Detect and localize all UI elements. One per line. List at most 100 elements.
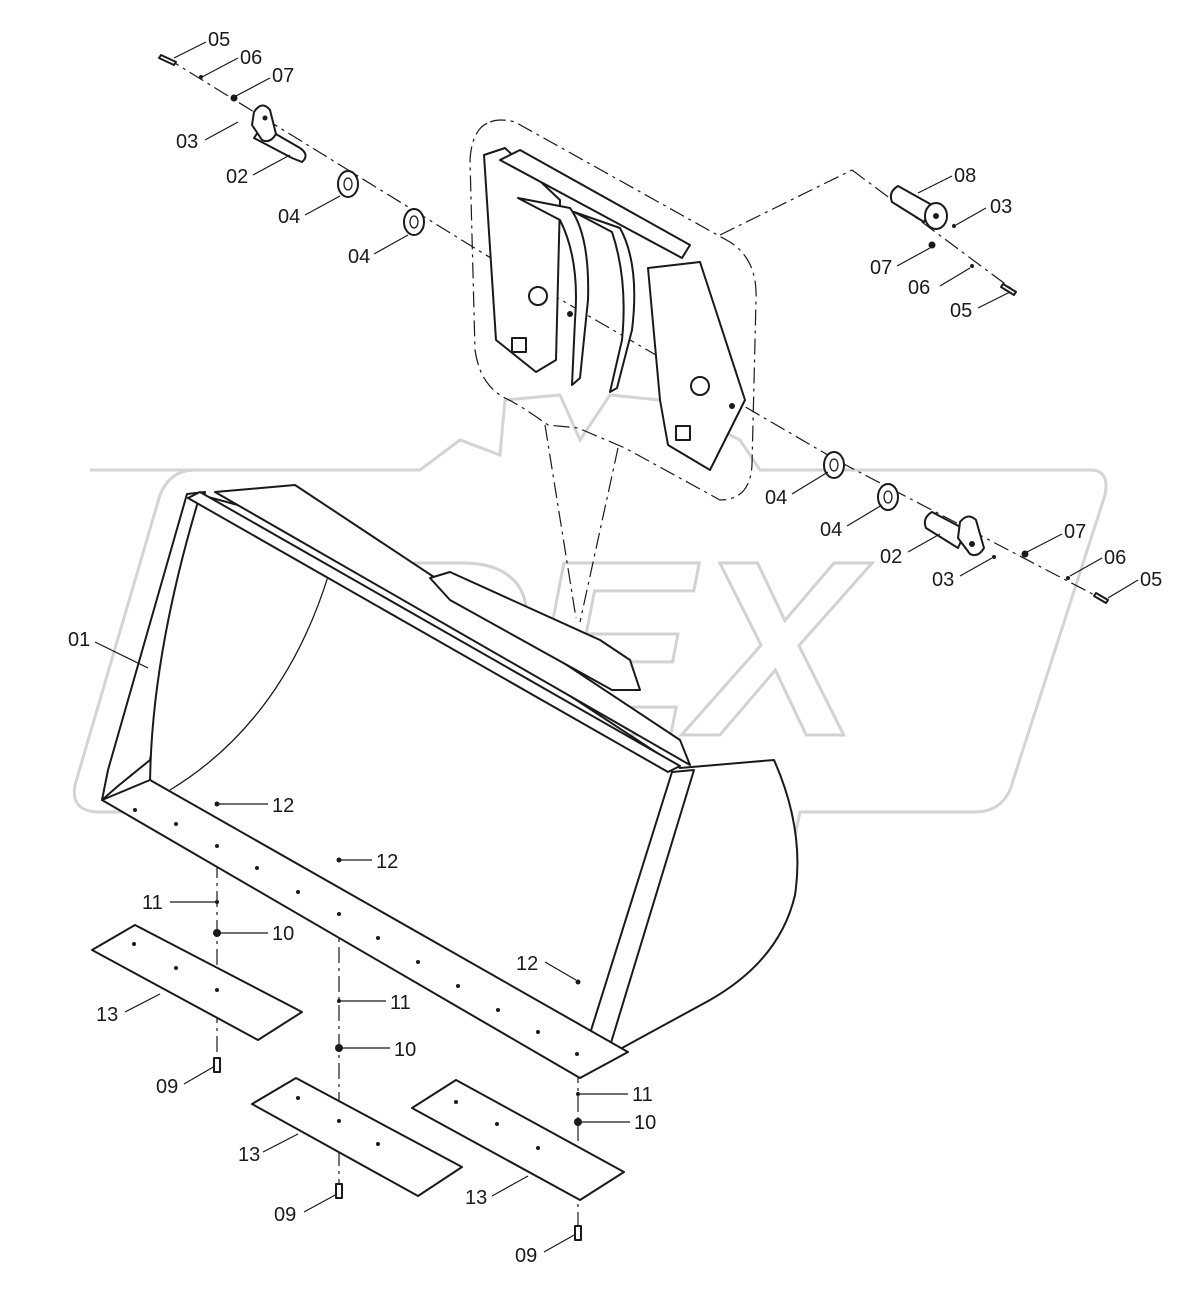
right-upper-pin-nut — [952, 224, 956, 228]
leader-line — [173, 41, 207, 59]
left-pin-flange-hole — [262, 115, 268, 121]
bucket-floor-hole — [337, 912, 341, 916]
callout-label: 10 — [394, 1039, 416, 1061]
right-pin-washer-2 — [877, 483, 899, 511]
leader-line — [896, 247, 931, 267]
callout-label: 04 — [820, 519, 842, 541]
right-pin-washer-2-hole — [883, 490, 893, 504]
nut-12 — [214, 801, 220, 807]
leader-line — [1107, 579, 1139, 599]
right-lower-pin-flange-hole — [969, 541, 975, 547]
callout-label: 06 — [908, 277, 930, 299]
callout-label: 02 — [226, 166, 248, 188]
callout-label: 10 — [634, 1112, 656, 1134]
bucket-floor-hole — [496, 1008, 500, 1012]
callout-label: 07 — [1064, 521, 1086, 543]
callout-label: 03 — [176, 131, 198, 153]
leader-line — [183, 1065, 216, 1085]
left-pin-lock-washer — [199, 75, 203, 79]
callout-label: 06 — [240, 47, 262, 69]
bracket-detail-boundary — [469, 119, 757, 501]
mount-drop-line-1 — [544, 424, 577, 619]
callout-label: 07 — [870, 257, 892, 279]
leader-line — [791, 471, 829, 495]
leader-line — [491, 1175, 529, 1197]
bucket-floor-hole — [215, 844, 219, 848]
right-lower-bolt — [1093, 592, 1109, 604]
bucket-floor-hole — [133, 808, 137, 812]
cutting-edge-segments — [91, 924, 625, 1201]
leader-line — [373, 234, 409, 255]
leader-line — [201, 57, 239, 78]
bracket-rib-2 — [573, 211, 636, 393]
callout-labels: 05 06 07 03 02 04 04 08 03 07 06 05 04 0… — [68, 29, 1162, 1267]
bucket-floor-hole — [174, 822, 178, 826]
cutting-edge-hole — [454, 1100, 458, 1104]
left-pin-spring-washer — [230, 94, 238, 102]
bracket-left-lock-block — [511, 337, 527, 353]
bracket-top-crossbar — [499, 149, 691, 259]
cutting-edge-hole — [132, 942, 136, 946]
bucket-floor-hole — [255, 866, 259, 870]
leader-line — [304, 195, 341, 216]
bucket-floor-front — [101, 779, 629, 1079]
left-pin-hardware — [158, 54, 425, 236]
bucket-floor-hole — [575, 1052, 579, 1056]
bucket-rear-top-edge — [214, 484, 691, 766]
callout-label: 02 — [880, 546, 902, 568]
callout-label: 07 — [272, 65, 294, 87]
callout-label: 13 — [238, 1144, 260, 1166]
callout-label: 09 — [515, 1245, 537, 1267]
left-pin-washer-1 — [337, 170, 359, 198]
leader-line — [235, 77, 271, 97]
leader-line — [262, 1133, 299, 1153]
bolt-09 — [213, 1057, 221, 1073]
bucket-floor-hole — [536, 1030, 540, 1034]
left-pin-washer-2 — [403, 208, 425, 236]
bucket-assembly — [101, 484, 799, 1079]
bucket-inner-curve — [169, 569, 331, 791]
leader-line — [303, 1193, 338, 1213]
cutting-edge-segment-3 — [411, 1079, 625, 1201]
callout-label: 12 — [376, 851, 398, 873]
right-upper-bolt — [1000, 283, 1017, 296]
right-pin-axis-upper-2 — [851, 169, 1017, 293]
washer-10 — [574, 1118, 582, 1126]
right-pin-hardware — [823, 185, 1109, 604]
cutting-edge-hole — [174, 966, 178, 970]
callout-label: 05 — [208, 29, 230, 51]
callout-label: 11 — [632, 1084, 653, 1106]
leader-line — [124, 993, 161, 1013]
leader-line — [543, 1233, 577, 1253]
left-pin-axis — [164, 56, 521, 277]
leader-line — [544, 961, 577, 981]
leader-line — [94, 641, 149, 669]
bucket-floor-hole — [296, 890, 300, 894]
callout-label: 03 — [932, 569, 954, 591]
bracket-center-hole — [567, 311, 573, 317]
left-pin-flange — [251, 104, 277, 143]
right-pin-axis-upper — [719, 169, 853, 236]
cutting-edge-segment-2 — [251, 1077, 463, 1197]
bracket-right-plate — [647, 261, 746, 471]
leader-line — [252, 154, 291, 176]
callout-label: 03 — [990, 196, 1012, 218]
callout-label: 09 — [274, 1204, 296, 1226]
bracket-right-pin-bore — [690, 376, 710, 396]
callout-label: 12 — [516, 953, 538, 975]
right-pin-washer-1-hole — [829, 458, 839, 472]
callout-label: 05 — [1140, 569, 1162, 591]
leader-line — [955, 207, 987, 226]
right-lower-pin-nut — [992, 555, 996, 559]
cutting-edge-fasteners — [213, 801, 582, 1241]
cutting-edge-hole — [296, 1096, 300, 1100]
washer-10 — [335, 1044, 343, 1052]
right-lower-spring-washer — [1021, 550, 1029, 558]
cutting-edge-hole — [536, 1146, 540, 1150]
leader-line — [917, 175, 953, 194]
bracket-rib-1 — [517, 197, 590, 386]
leader-line — [959, 557, 993, 577]
washer-11 — [215, 900, 219, 904]
leader-lines — [94, 41, 1139, 1253]
